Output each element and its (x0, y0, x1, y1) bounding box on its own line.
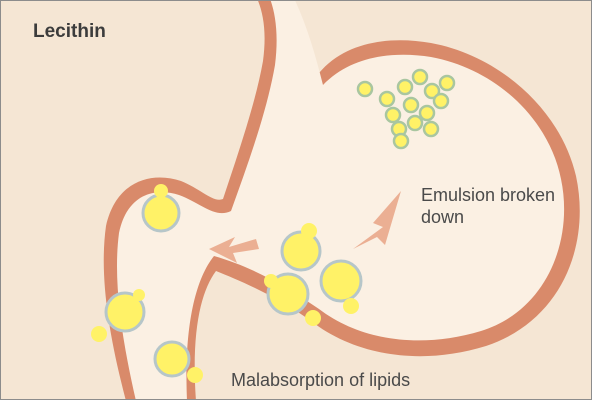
emulsion-label-line2: down (421, 207, 464, 227)
diagram-title: Lecithin (33, 21, 106, 43)
emulsion-broken-label: Emulsion broken down (421, 184, 592, 228)
malabsorption-label: Malabsorption of lipids (231, 369, 410, 391)
emulsion-label-line1: Emulsion broken (421, 185, 555, 205)
